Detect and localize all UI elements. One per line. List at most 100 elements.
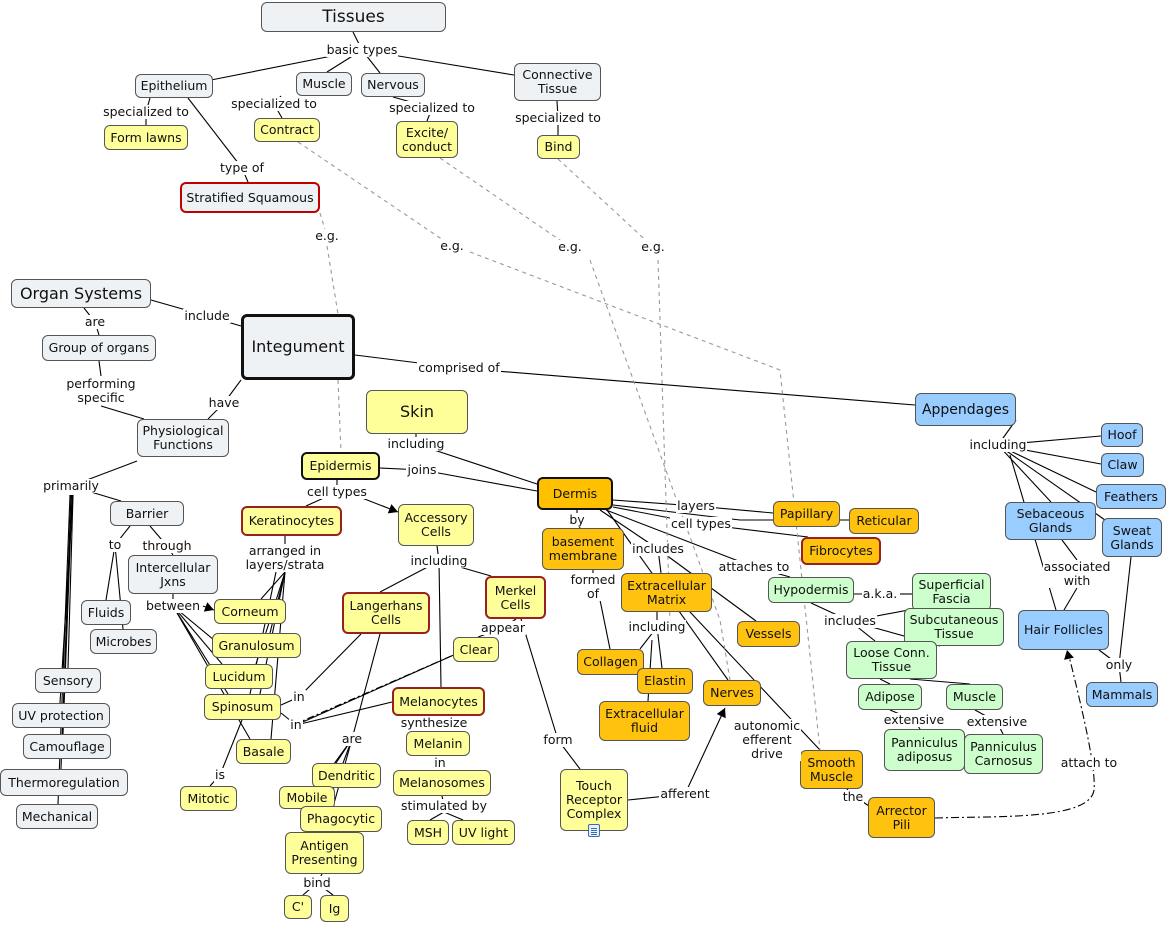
concept-melanocytes[interactable]: Melanocytes	[392, 687, 485, 716]
concept-mitotic[interactable]: Mitotic	[180, 786, 237, 811]
link-label-aka: a.k.a.	[861, 586, 899, 601]
concept-granulosum[interactable]: Granulosum	[212, 633, 301, 658]
link-label-joins: joins	[406, 462, 438, 477]
concept-bind-t[interactable]: Bind	[537, 135, 580, 159]
concept-ig[interactable]: Ig	[320, 895, 349, 922]
concept-microbes[interactable]: Microbes	[90, 629, 157, 654]
concept-sweat[interactable]: Sweat Glands	[1102, 518, 1162, 557]
cross-link-line	[469, 251, 821, 751]
concept-connective[interactable]: Connective Tissue	[514, 63, 601, 101]
link-label-comprised-of: comprised of	[417, 360, 501, 375]
concept-c-prime[interactable]: C'	[284, 895, 312, 919]
concept-nerves[interactable]: Nerves	[703, 680, 761, 706]
concept-uv-light[interactable]: UV light	[452, 820, 515, 845]
concept-touch[interactable]: Touch Receptor Complex	[560, 769, 628, 831]
concept-stratified[interactable]: Stratified Squamous	[180, 182, 320, 213]
concept-langerhans[interactable]: Langerhans Cells	[342, 592, 430, 634]
concept-muscle-h[interactable]: Muscle	[946, 684, 1003, 710]
cross-link-line	[439, 157, 571, 248]
concept-superficial[interactable]: Superficial Fascia	[912, 573, 991, 611]
concept-thermoregulation[interactable]: Thermoregulation	[0, 769, 128, 796]
concept-spinosum[interactable]: Spinosum	[204, 694, 281, 720]
concept-elastin[interactable]: Elastin	[637, 668, 693, 694]
concept-msh[interactable]: MSH	[407, 820, 449, 845]
concept-sebaceous[interactable]: Sebaceous Glands	[1005, 502, 1096, 540]
cross-link-line	[299, 649, 466, 723]
concept-excite[interactable]: Excite/ conduct	[396, 121, 458, 158]
concept-adipose[interactable]: Adipose	[858, 684, 922, 710]
concept-phagocytic[interactable]: Phagocytic	[300, 806, 382, 832]
link-label-form: form	[542, 732, 574, 747]
concept-ecf[interactable]: Extracellular fluid	[599, 701, 690, 741]
concept-epidermis[interactable]: Epidermis	[301, 452, 380, 480]
concept-integument[interactable]: Integument	[241, 314, 355, 380]
concept-collagen[interactable]: Collagen	[577, 649, 644, 675]
concept-uv-protection[interactable]: UV protection	[12, 703, 110, 728]
concept-loose[interactable]: Loose Conn. Tissue	[846, 641, 937, 679]
concept-mobile[interactable]: Mobile	[279, 786, 335, 809]
concept-form-lawns[interactable]: Form lawns	[104, 125, 188, 150]
link-label-extensive-2: extensive	[965, 714, 1029, 729]
concept-intercellular[interactable]: Intercellular Jxns	[128, 555, 218, 594]
concept-melanosomes[interactable]: Melanosomes	[393, 770, 491, 796]
link-label-specialized-to-4: specialized to	[514, 110, 602, 125]
concept-melanin[interactable]: Melanin	[406, 731, 470, 756]
concept-hypodermis[interactable]: Hypodermis	[768, 577, 854, 603]
concept-lucidum[interactable]: Lucidum	[205, 664, 273, 689]
concept-panniculus-carnosus[interactable]: Panniculus Carnosus	[964, 734, 1043, 774]
concept-fibrocytes[interactable]: Fibrocytes	[801, 537, 881, 565]
concept-tissues[interactable]: Tissues	[261, 2, 446, 32]
concept-subcutaneous[interactable]: Subcutaneous Tissue	[904, 608, 1004, 646]
concept-skin[interactable]: Skin	[366, 390, 468, 434]
concept-smooth-muscle[interactable]: Smooth Muscle	[800, 750, 863, 789]
link-label-in-1: in	[292, 689, 306, 704]
link-label-to: to	[107, 537, 123, 552]
concept-epithelium[interactable]: Epithelium	[135, 74, 213, 98]
concept-corneum[interactable]: Corneum	[214, 599, 286, 624]
link-label-specialized-to-2: specialized to	[230, 96, 318, 111]
concept-muscle-t[interactable]: Muscle	[296, 72, 352, 96]
concept-appendages[interactable]: Appendages	[915, 393, 1016, 426]
concept-mammals[interactable]: Mammals	[1086, 682, 1158, 707]
link-label-in-2: in	[289, 717, 303, 732]
document-icon[interactable]	[588, 824, 600, 837]
concept-merkel[interactable]: Merkel Cells	[485, 576, 546, 619]
link-line	[421, 469, 538, 492]
concept-feathers[interactable]: Feathers	[1096, 484, 1166, 509]
concept-accessory[interactable]: Accessory Cells	[398, 504, 474, 546]
concept-basement[interactable]: basement membrane	[542, 528, 624, 570]
concept-physio[interactable]: Physiological Functions	[137, 419, 229, 457]
concept-barrier[interactable]: Barrier	[110, 501, 184, 526]
link-line	[187, 97, 243, 169]
concept-fluids[interactable]: Fluids	[81, 600, 131, 625]
concept-panniculus-adiposus[interactable]: Panniculus adiposus	[884, 729, 965, 771]
concept-sensory[interactable]: Sensory	[35, 668, 101, 693]
concept-antigen[interactable]: Antigen Presenting	[285, 832, 364, 874]
cross-link-line	[557, 158, 654, 248]
cross-link-line	[589, 259, 731, 681]
concept-hair-follicles[interactable]: Hair Follicles	[1018, 610, 1109, 650]
concept-dermis[interactable]: Dermis	[537, 477, 613, 510]
concept-hoof[interactable]: Hoof	[1101, 423, 1143, 447]
link-label-eg-4: e.g.	[640, 239, 666, 254]
concept-camouflage[interactable]: Camouflage	[23, 734, 111, 759]
link-label-appear: appear	[479, 620, 527, 635]
concept-nervous[interactable]: Nervous	[361, 73, 425, 97]
concept-ecm[interactable]: Extracellular Matrix	[621, 573, 712, 612]
concept-keratinocytes[interactable]: Keratinocytes	[241, 506, 342, 536]
concept-contract[interactable]: Contract	[254, 118, 320, 142]
concept-reticular[interactable]: Reticular	[849, 508, 919, 534]
concept-vessels[interactable]: Vessels	[737, 621, 800, 647]
concept-group-organs[interactable]: Group of organs	[42, 335, 156, 361]
concept-organ-systems[interactable]: Organ Systems	[11, 279, 151, 308]
concept-basale[interactable]: Basale	[236, 739, 291, 764]
link-line	[100, 405, 145, 420]
concept-arrector[interactable]: Arrector Pili	[868, 797, 935, 838]
link-label-specialized-to-3: specialized to	[388, 100, 476, 115]
link-label-bind: bind	[302, 875, 332, 890]
concept-mechanical[interactable]: Mechanical	[16, 804, 98, 829]
concept-dendritic[interactable]: Dendritic	[312, 763, 381, 788]
concept-papillary[interactable]: Papillary	[773, 501, 840, 527]
concept-clear[interactable]: Clear	[453, 637, 499, 662]
concept-claw[interactable]: Claw	[1101, 453, 1144, 477]
